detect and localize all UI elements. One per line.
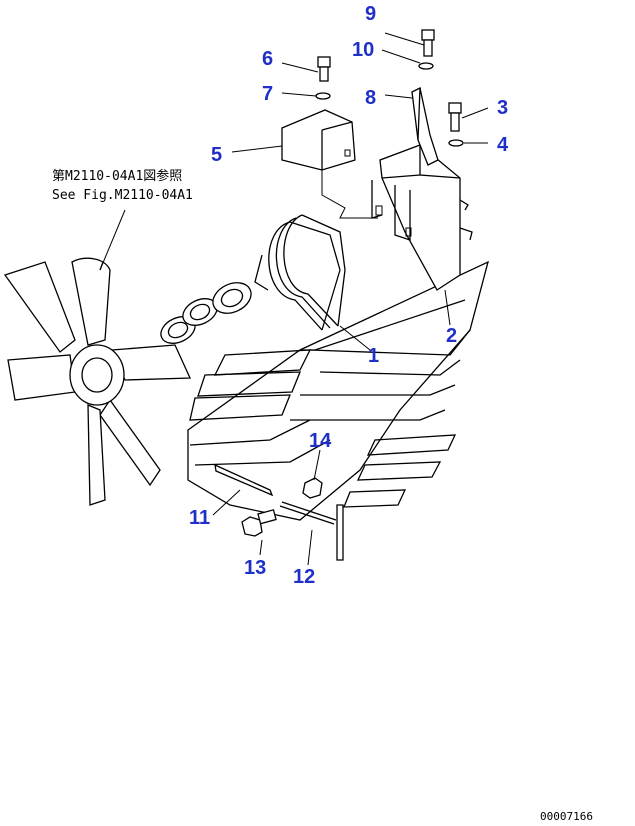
bracket-part-8 — [411, 87, 439, 166]
bolt-part-6 — [317, 56, 331, 82]
callout-10: 10 — [352, 39, 374, 61]
callout-9: 9 — [365, 3, 376, 25]
bolt-part-3 — [448, 102, 462, 132]
callout-3: 3 — [497, 97, 508, 119]
callout-12: 12 — [293, 566, 315, 588]
callout-1: 1 — [368, 345, 379, 367]
radiator-core — [187, 260, 489, 521]
washer-part-4 — [448, 139, 464, 147]
leader-lines — [99, 32, 489, 566]
reference-note-en: See Fig.M2110-04A1 — [52, 188, 193, 203]
bolt-part-9 — [421, 29, 435, 57]
cover-part-5 — [281, 109, 378, 219]
callout-5: 5 — [211, 144, 222, 166]
callout-8: 8 — [365, 87, 376, 109]
reference-note-jp: 第M2110-04A1図参照 — [52, 168, 182, 184]
callout-6: 6 — [262, 48, 273, 70]
v-belt-part-1 — [254, 214, 346, 331]
callout-7: 7 — [262, 83, 273, 105]
figure-code: 00007166 — [540, 810, 593, 823]
bolt-part-13 — [241, 509, 277, 537]
callout-11: 11 — [189, 507, 210, 529]
callout-13: 13 — [244, 557, 266, 579]
callout-14: 14 — [309, 430, 332, 452]
rod-part-11 — [214, 463, 274, 497]
washer-part-7 — [315, 92, 331, 100]
fan-assembly — [3, 257, 191, 506]
callout-2: 2 — [446, 325, 457, 347]
washer-part-10 — [418, 62, 434, 70]
rod-part-12 — [279, 501, 344, 561]
nut-part-14 — [302, 477, 323, 499]
fan-shroud-part-2 — [371, 144, 473, 291]
callout-4: 4 — [497, 134, 509, 156]
spacer-plate — [212, 282, 252, 314]
